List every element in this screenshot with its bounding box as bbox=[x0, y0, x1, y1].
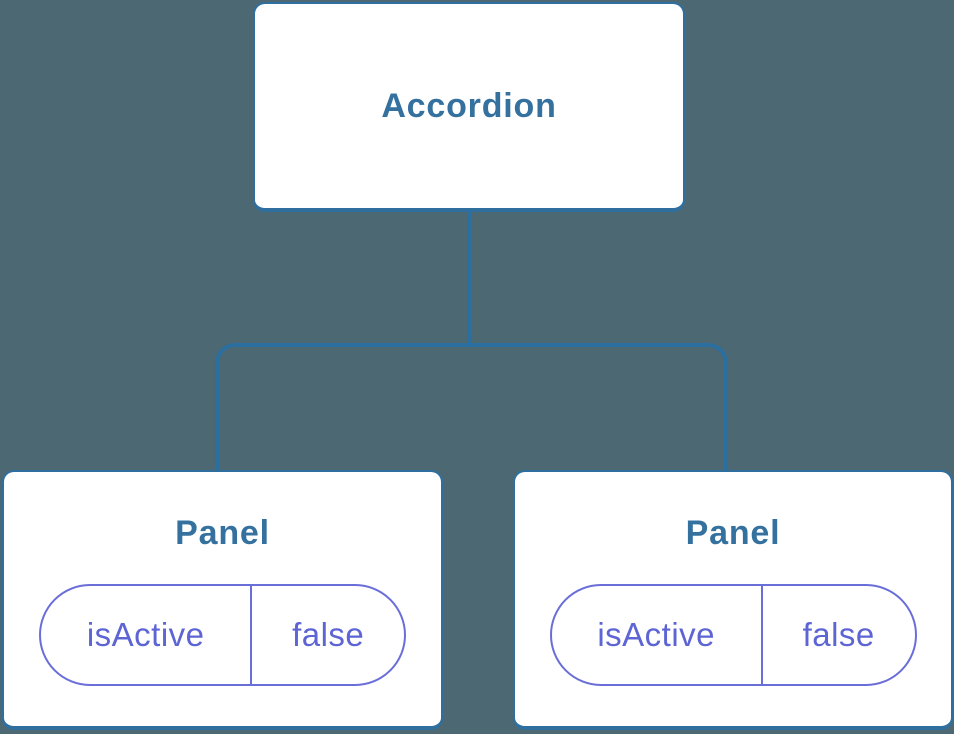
node-panel-left-label: Panel bbox=[175, 514, 270, 552]
state-pill-left-name: isActive bbox=[41, 586, 253, 684]
node-accordion-label: Accordion bbox=[381, 87, 557, 125]
state-pill-left-value: false bbox=[292, 616, 365, 653]
node-panel-right-label: Panel bbox=[685, 514, 781, 552]
state-pill-right-name: isActive bbox=[552, 586, 763, 684]
connector-stem bbox=[467, 212, 471, 347]
state-pill-right-value: false bbox=[802, 616, 875, 653]
state-pill-right: isActive false bbox=[549, 584, 917, 686]
connector-bracket bbox=[215, 343, 728, 470]
node-accordion: Accordion bbox=[253, 2, 685, 212]
node-panel-right: Panel isActive false bbox=[513, 470, 953, 730]
state-pill-left: isActive false bbox=[39, 584, 406, 686]
node-panel-left: Panel isActive false bbox=[2, 470, 443, 730]
